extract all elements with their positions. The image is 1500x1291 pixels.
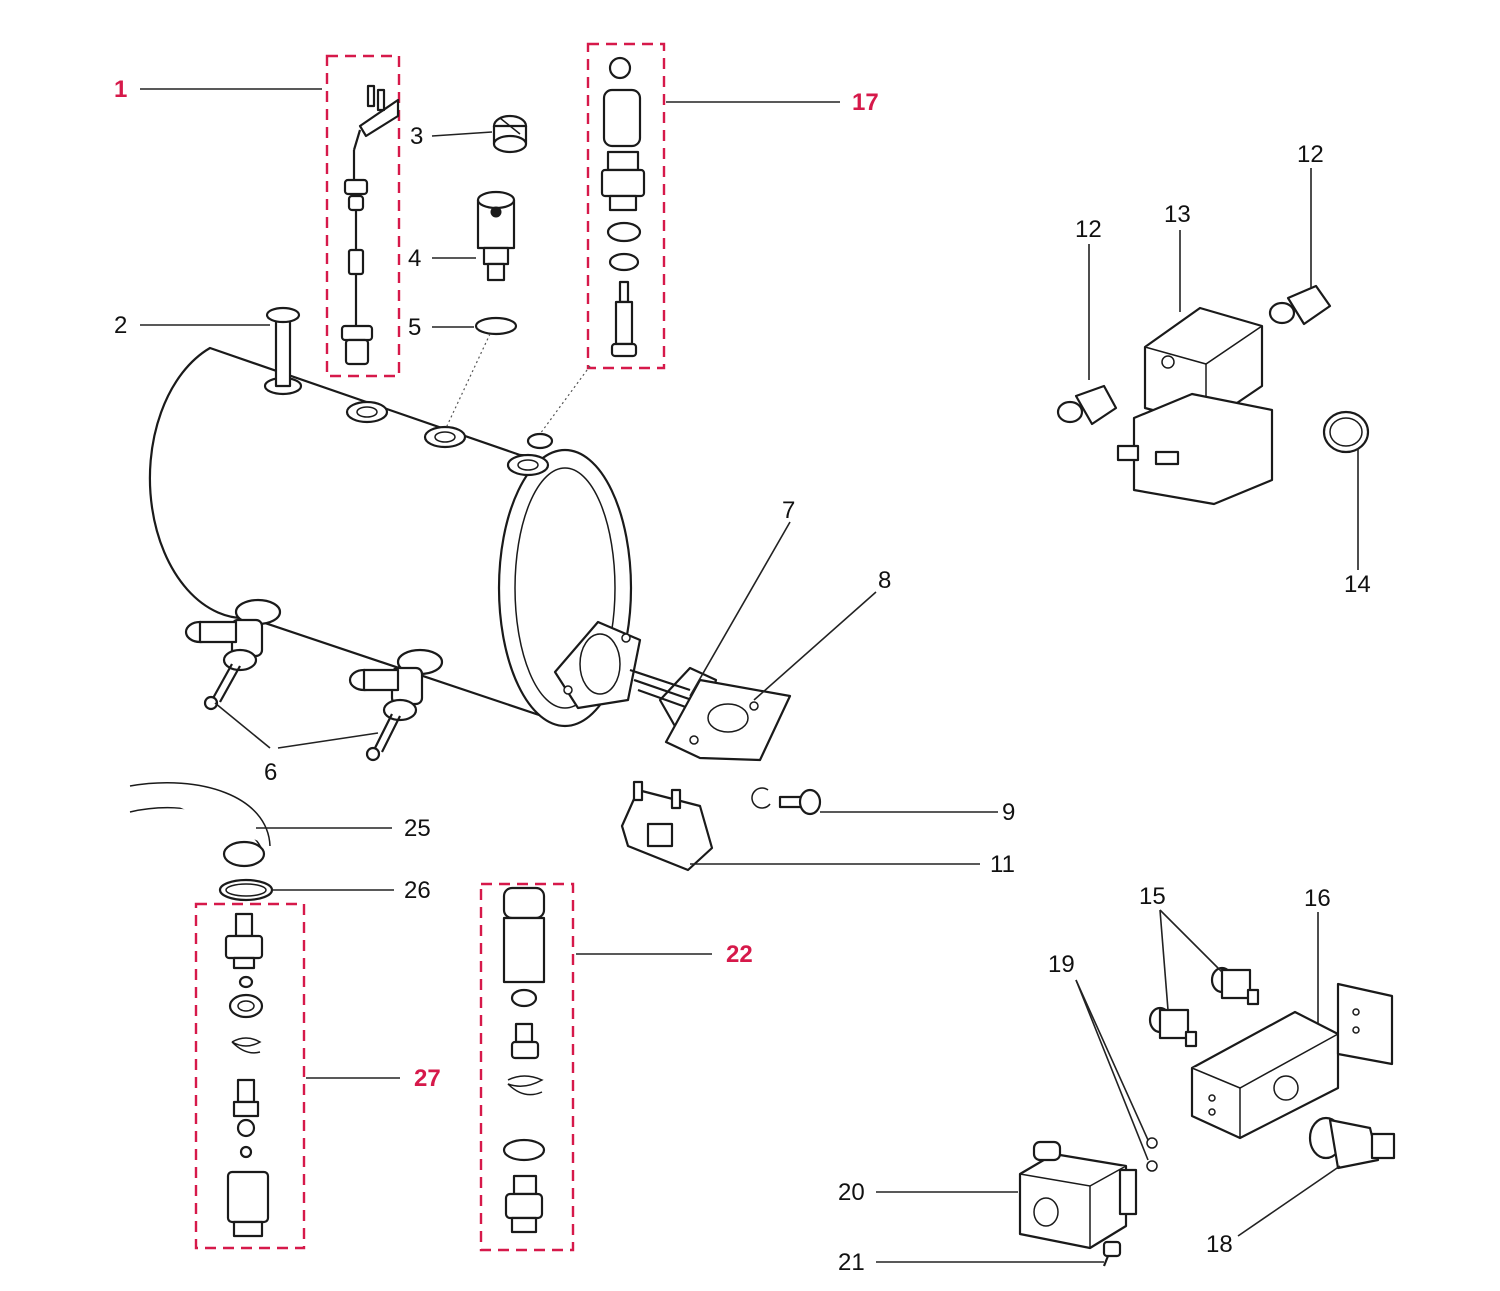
solenoid-valve-13: [1116, 306, 1274, 506]
boiler-tank: [148, 306, 642, 728]
label-22: 22: [726, 941, 753, 968]
label-12-left: 12: [1075, 216, 1102, 243]
heating-element-8: [629, 668, 792, 762]
drain-tap-6b: [348, 666, 424, 762]
label-26: 26: [404, 877, 431, 904]
fitting-18: [1308, 1116, 1396, 1170]
drain-tap-6a: [184, 618, 264, 711]
valve-assembly-27: [194, 902, 306, 1250]
label-13: 13: [1164, 201, 1191, 228]
valve-assembly-22: [479, 882, 575, 1252]
hose-25: [129, 782, 271, 868]
label-17: 17: [852, 89, 879, 116]
leader-lines: [140, 88, 1359, 1263]
fitting-15-upper: [1210, 966, 1260, 1006]
label-11: 11: [990, 851, 1015, 878]
label-3: 3: [410, 123, 423, 150]
label-12-right: 12: [1297, 141, 1324, 168]
label-18: 18: [1206, 1231, 1233, 1258]
coil-20: [1018, 1140, 1138, 1250]
assembly-box-27: [194, 902, 306, 1250]
label-20: 20: [838, 1179, 865, 1206]
assembly-box-17: [586, 42, 666, 370]
thermostat-11: [620, 780, 714, 872]
fitting-15-lower: [1148, 1006, 1198, 1048]
label-7: 7: [782, 497, 795, 524]
label-6: 6: [264, 759, 277, 786]
label-27: 27: [414, 1065, 441, 1092]
label-15: 15: [1139, 883, 1166, 910]
label-14: 14: [1344, 571, 1371, 598]
label-1: 1: [114, 76, 127, 103]
washers-19: [1146, 1137, 1158, 1172]
valve-block-16: [1190, 982, 1394, 1140]
seal-ring-14: [1322, 410, 1370, 454]
screw-9: [751, 787, 822, 816]
fitting-12-right: [1268, 284, 1332, 326]
label-9: 9: [1002, 799, 1015, 826]
screw-21: [1102, 1240, 1122, 1267]
label-2: 2: [114, 312, 127, 339]
label-4: 4: [408, 245, 421, 272]
plug-3: [492, 114, 528, 154]
assembly-box-1: [325, 54, 401, 378]
label-16: 16: [1304, 885, 1331, 912]
label-8: 8: [878, 567, 891, 594]
assembly-box-22: [479, 882, 575, 1252]
valve-assembly-17: [586, 42, 666, 370]
label-21: 21: [838, 1249, 865, 1276]
label-5: 5: [408, 314, 421, 341]
gasket-5: [474, 316, 518, 336]
part-number-labels: 1 2 3 4 5 6 7 8 9 11 12 12 13 14 15 16 1…: [114, 76, 1371, 1276]
label-19: 19: [1048, 951, 1075, 978]
safety-valve-4: [476, 190, 516, 282]
fitting-12-left: [1056, 384, 1118, 426]
level-probe-assembly-1: [325, 54, 401, 378]
gasket-26: [218, 878, 274, 902]
label-25: 25: [404, 815, 431, 842]
